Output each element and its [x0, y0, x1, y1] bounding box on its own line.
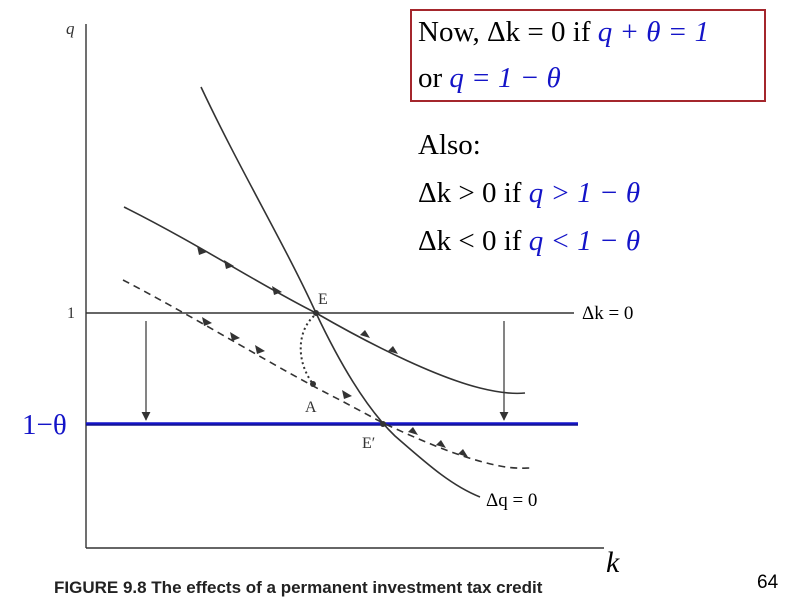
condition-1-text: Δk > 0 if: [418, 177, 522, 209]
new-saddle-path: [122, 279, 531, 469]
dq-zero-label: Δq = 0: [486, 490, 537, 511]
box-line-1-text: Now, Δk = 0 if: [418, 16, 591, 48]
box-line-2-text: or: [418, 62, 443, 94]
point-E-dot: [313, 310, 319, 316]
box-line-2: or q = 1 − θ: [418, 64, 561, 93]
condition-box: [410, 9, 766, 102]
saddle-arrow: [272, 286, 282, 295]
saddle-arrow: [255, 345, 265, 354]
saddle-arrow: [458, 449, 468, 457]
saddle-arrow: [202, 317, 212, 326]
point-E-prime-dot: [380, 421, 386, 427]
old-saddle-path: [123, 206, 526, 395]
saddle-arrow: [436, 440, 446, 448]
saddle-arrow: [230, 332, 240, 341]
saddle-arrow: [388, 346, 398, 354]
dq-zero-curve: [200, 86, 481, 498]
point-A-dot: [310, 381, 316, 387]
tick-label-one: 1: [67, 305, 75, 322]
saddle-arrow: [360, 330, 370, 338]
tick-label-one-minus-theta: 1−θ: [22, 409, 67, 441]
figure-caption: FIGURE 9.8 The effects of a permanent in…: [54, 578, 543, 597]
saddle-arrow: [197, 246, 207, 255]
saddle-arrow: [224, 260, 234, 269]
also-label: Also:: [418, 129, 481, 161]
box-line-1-eq: q + θ = 1: [597, 16, 710, 48]
dk-zero-label: Δk = 0: [582, 303, 633, 324]
box-line-1: Now, Δk = 0 if q + θ = 1: [418, 18, 709, 47]
jump-path: [299, 315, 315, 385]
y-axis-label: q: [66, 19, 75, 38]
condition-1-eq: q > 1 − θ: [528, 177, 641, 209]
condition-2-text: Δk < 0 if: [418, 225, 522, 257]
condition-2-eq: q < 1 − θ: [528, 225, 641, 257]
saddle-arrow: [408, 427, 418, 435]
page-number: 64: [757, 572, 779, 593]
saddle-arrow: [342, 390, 352, 399]
point-A-label: A: [305, 399, 317, 416]
box-line-2-eq: q = 1 − θ: [449, 62, 561, 94]
point-E-prime-label: E′: [362, 435, 375, 452]
point-E-label: E: [318, 291, 328, 308]
x-axis-label: k: [606, 546, 620, 579]
condition-2: Δk < 0 if q < 1 − θ: [418, 227, 640, 256]
condition-1: Δk > 0 if q > 1 − θ: [418, 179, 640, 208]
